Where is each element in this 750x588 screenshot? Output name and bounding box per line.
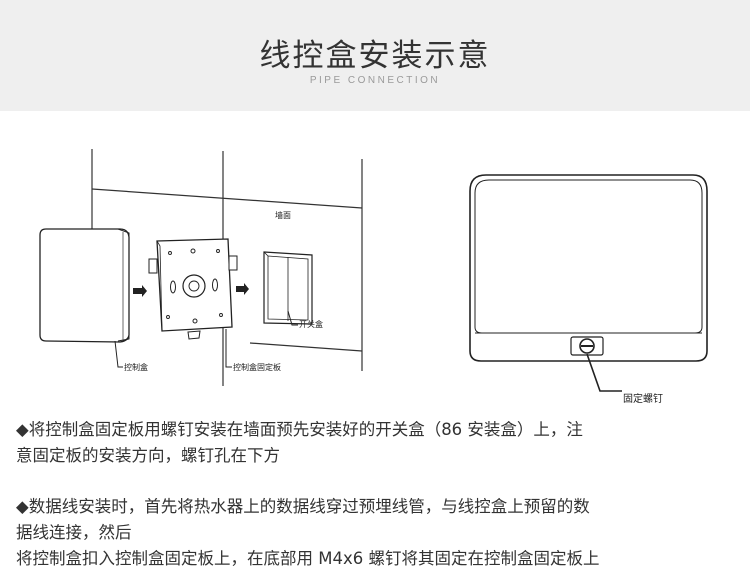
- instruction-line: 将控制盒扣入控制盒固定板上，在底部用 M4x6 螺钉将其固定在控制盒固定板上: [16, 549, 600, 568]
- page-subtitle: PIPE CONNECTION: [309, 75, 441, 86]
- instruction-line: 意固定板的安装方向，螺钉孔在下方: [16, 446, 280, 465]
- installation-diagram: 墙面 开关盒 控制盒 控制盒固定板 固定螺钉: [0, 111, 750, 416]
- label-fixing-screw: 固定螺钉: [623, 394, 663, 405]
- label-switch-box: 开关盒: [299, 320, 323, 329]
- instruction-paragraph-1: ◆将控制盒固定板用螺钉安装在墙面预先安装好的开关盒（86 安装盒）上，注 意固定…: [16, 417, 736, 469]
- assembled-control-box-drawing: [469, 174, 708, 392]
- header-band: 线控盒安装示意 PIPE CONNECTION: [0, 0, 750, 111]
- page-title: 线控盒安装示意: [259, 38, 491, 74]
- arrow-icon: [133, 285, 147, 297]
- diagram-drawing: [39, 149, 708, 392]
- label-wall: 墙面: [275, 211, 291, 220]
- switch-box-drawing: [263, 251, 313, 325]
- control-box-drawing: [39, 228, 130, 343]
- instruction-line: ◆数据线安装时，首先将热水器上的数据线穿过预埋线管，与线控盒上预留的数: [16, 497, 590, 516]
- instruction-line: 据线连接，然后: [16, 523, 132, 542]
- fixing-plate-drawing: [148, 238, 238, 340]
- instruction-paragraph-2: ◆数据线安装时，首先将热水器上的数据线穿过预埋线管，与线控盒上预留的数 据线连接…: [16, 494, 736, 572]
- leader-lines: [114, 310, 298, 368]
- arrow-icon: [236, 283, 249, 295]
- label-fixing-plate: 控制盒固定板: [233, 363, 281, 372]
- instruction-line: ◆将控制盒固定板用螺钉安装在墙面预先安装好的开关盒（86 安装盒）上，注: [16, 420, 583, 439]
- label-control-box: 控制盒: [124, 363, 148, 372]
